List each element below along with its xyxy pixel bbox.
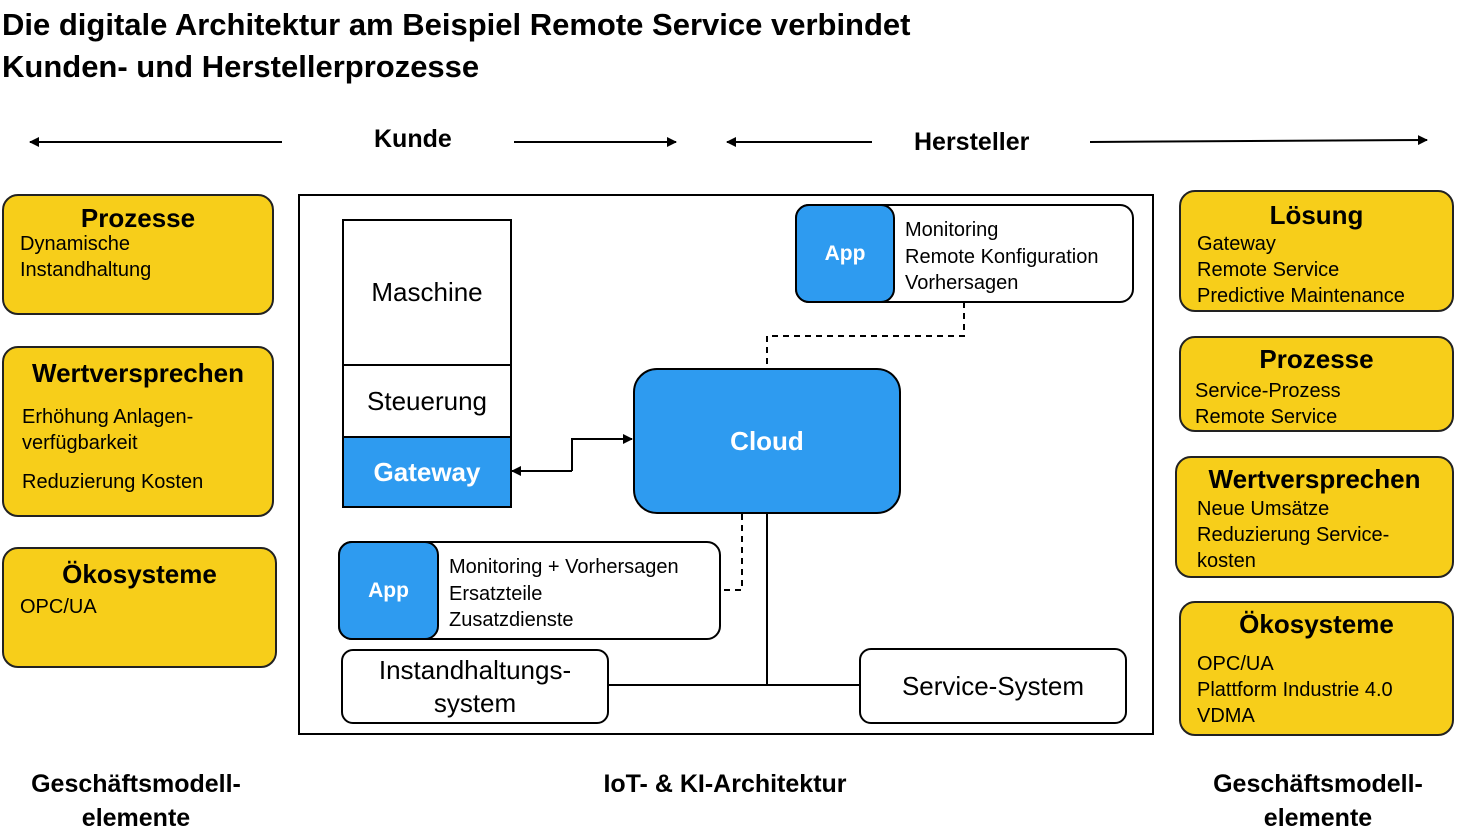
app-bottom-dashed-link	[721, 514, 743, 591]
right-wertversprechen-box: Wertversprechen Neue Umsätze Reduzierung…	[1175, 456, 1454, 578]
service-system-box: Service-System	[859, 648, 1127, 724]
footer-left-line: elemente	[81, 804, 191, 832]
right-loesung-item: Predictive Maintenance	[1197, 285, 1405, 307]
app-bottom-item: Zusatzdienste	[449, 609, 574, 631]
app-bottom-box: App Monitoring + Vorhersagen Ersatzteile…	[338, 541, 721, 640]
service-system-label: Service-System	[901, 671, 1085, 701]
right-oekosysteme-title: Ökosysteme	[1239, 609, 1394, 639]
app-top-dashed-link	[766, 302, 965, 369]
left-wertversprechen-box: Wertversprechen Erhöhung Anlagen- verfüg…	[2, 346, 274, 517]
left-wertversprechen-item: Reduzierung Kosten	[22, 471, 204, 493]
left-oekosysteme-box: Ökosysteme OPC/UA	[2, 547, 277, 668]
right-wertversprechen-item: kosten	[1197, 550, 1256, 572]
right-oekosysteme-item: OPC/UA	[1197, 653, 1274, 675]
hersteller-arrow-right	[1089, 135, 1428, 146]
right-oekosysteme-item: VDMA	[1197, 705, 1255, 727]
cloud-box: Cloud	[633, 368, 901, 514]
title-line-2: Kunden- und Herstellerprozesse	[2, 49, 480, 84]
left-wertversprechen-title: Wertversprechen	[32, 358, 244, 388]
right-prozesse-item: Remote Service	[1195, 406, 1338, 428]
left-oekosysteme-item: OPC/UA	[20, 596, 97, 618]
right-prozesse-title: Prozesse	[1259, 344, 1374, 374]
right-loesung-box: Lösung Gateway Remote Service Predictive…	[1179, 190, 1454, 312]
cloud-label: Cloud	[730, 425, 804, 456]
footer-center: IoT- & KI-Architektur	[520, 767, 930, 801]
app-top-item: Vorhersagen	[905, 272, 1019, 294]
left-prozesse-box: Prozesse Dynamische Instandhaltung	[2, 194, 274, 315]
steuerung-label: Steuerung	[367, 385, 487, 416]
app-bottom-item: Ersatzteile	[449, 582, 543, 605]
right-wertversprechen-item: Neue Umsätze	[1197, 498, 1330, 520]
right-wertversprechen-item: Reduzierung Service-	[1197, 524, 1390, 546]
gateway-box: Gateway	[342, 436, 512, 508]
app-bottom-tag: App	[338, 541, 439, 640]
gateway-label: Gateway	[373, 456, 481, 487]
instandhaltung-line: Instandhaltungs-	[378, 655, 572, 685]
right-loesung-item: Remote Service	[1197, 259, 1340, 281]
title-line-1: Die digitale Architektur am Beispiel Rem…	[2, 7, 911, 42]
left-wertversprechen-item: verfügbarkeit	[22, 432, 138, 454]
footer-left-line: Geschäftsmodell-	[31, 770, 241, 798]
footer-right-line: Geschäftsmodell-	[1213, 770, 1423, 798]
app-top-item: Remote Konfiguration	[905, 245, 1099, 268]
app-top-item: Monitoring	[905, 219, 999, 241]
left-oekosysteme-title: Ökosysteme	[62, 559, 217, 589]
hersteller-label: Hersteller	[914, 128, 1030, 156]
right-wertversprechen-title: Wertversprechen	[1208, 464, 1421, 494]
right-oekosysteme-item: Plattform Industrie 4.0	[1197, 679, 1393, 701]
left-prozesse-item: Dynamische	[20, 233, 131, 255]
architecture-frame	[298, 194, 1154, 735]
right-prozesse-item: Service-Prozess	[1195, 380, 1341, 402]
app-top-tag: App	[795, 204, 895, 303]
maschine-label: Maschine	[371, 277, 483, 307]
gateway-cloud-connector	[571, 434, 633, 471]
left-wertversprechen-item: Erhöhung Anlagen-	[22, 406, 194, 428]
footer-right-line: elemente	[1263, 804, 1373, 832]
footer-right: Geschäftsmodell- elemente	[1180, 767, 1456, 835]
steuerung-box: Steuerung	[342, 364, 512, 438]
left-prozesse-title: Prozesse	[80, 203, 196, 233]
right-loesung-item: Gateway	[1197, 233, 1276, 255]
maschine-box: Maschine	[342, 219, 512, 366]
instandhaltung-line: system	[433, 688, 517, 718]
footer-left: Geschäftsmodell- elemente	[0, 767, 272, 835]
kunde-label: Kunde	[374, 125, 452, 153]
footer-center-line: IoT- & KI-Architektur	[603, 770, 847, 798]
left-prozesse-item: Instandhaltung	[20, 259, 152, 281]
app-bottom-item: Monitoring + Vorhersagen	[449, 556, 679, 578]
right-loesung-title: Lösung	[1269, 200, 1364, 230]
app-top-box: App Monitoring Remote Konfiguration Vorh…	[795, 204, 1134, 303]
right-prozesse-box: Prozesse Service-Prozess Remote Service	[1179, 336, 1454, 432]
diagram-title: Die digitale Architektur am Beispiel Rem…	[2, 4, 911, 88]
right-oekosysteme-box: Ökosysteme OPC/UA Plattform Industrie 4.…	[1179, 601, 1454, 736]
instandhaltungssystem-box: Instandhaltungs- system	[341, 649, 609, 724]
